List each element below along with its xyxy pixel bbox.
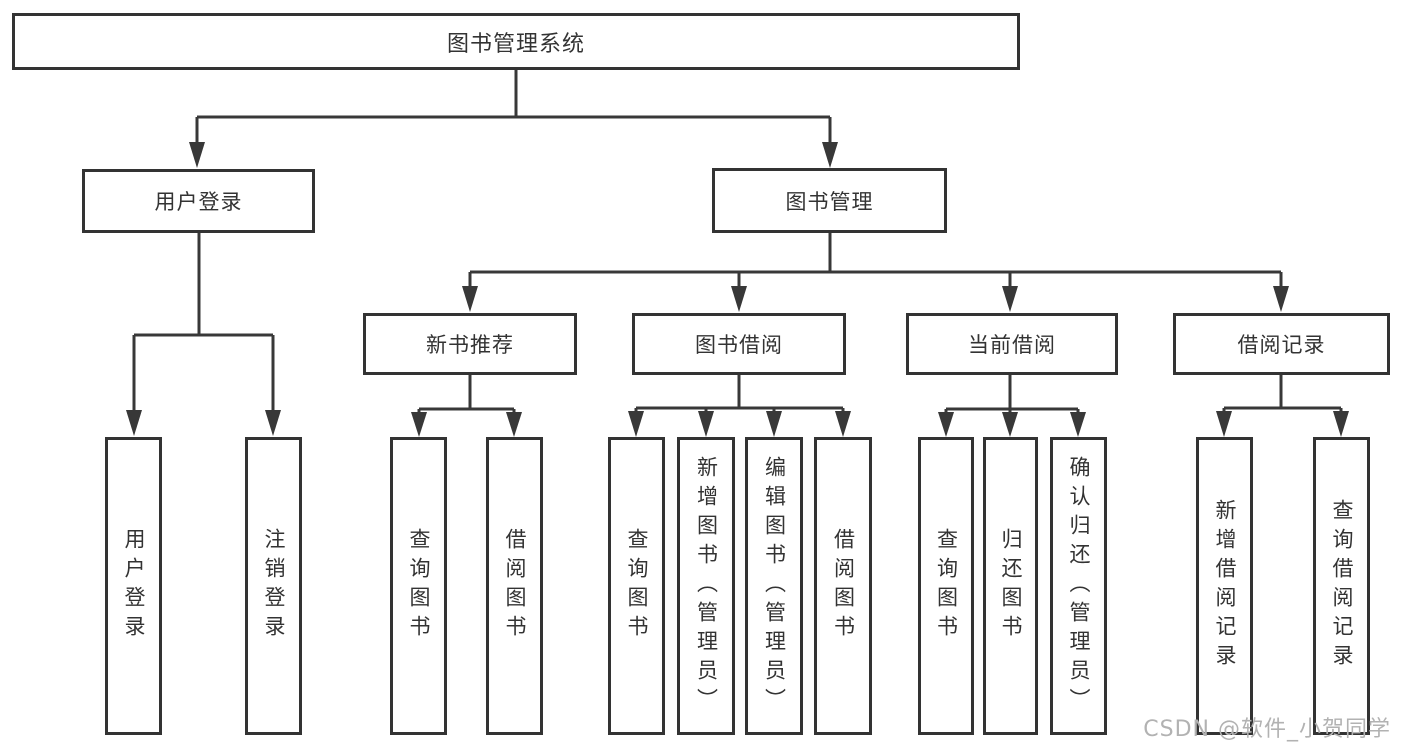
- node-book-borrow-label: 图书借阅: [695, 333, 783, 357]
- leaf-borrow-query-book: 查询图书: [608, 437, 665, 735]
- arrow-down-icon: [462, 286, 478, 312]
- leaf-recommend-borrow-book-label: 借阅图书: [503, 528, 527, 644]
- node-book-management: 图书管理: [712, 168, 947, 233]
- connector-book-management: [468, 233, 1283, 288]
- leaf-borrow-book: 借阅图书: [814, 437, 872, 735]
- arrow-down-icon: [1070, 412, 1086, 437]
- leaf-borrow-book-label: 借阅图书: [831, 528, 856, 644]
- watermark: CSDN @软件_小贺同学: [1143, 717, 1391, 742]
- arrow-down-icon: [1002, 412, 1018, 437]
- arrow-down-icon: [1333, 411, 1349, 437]
- connector-new-book-recommend: [417, 375, 516, 414]
- leaf-logout-label: 注销登录: [262, 528, 286, 644]
- leaf-current-query-book: 查询图书: [918, 437, 974, 735]
- leaf-return-book-label: 归还图书: [999, 528, 1023, 644]
- leaf-return-book: 归还图书: [983, 437, 1038, 735]
- leaf-recommend-query-book: 查询图书: [390, 437, 447, 735]
- leaf-add-borrow-record-label: 新增借阅记录: [1213, 499, 1237, 673]
- leaf-user-login-label: 用户登录: [122, 528, 146, 644]
- node-current-borrow-label: 当前借阅: [968, 333, 1056, 357]
- node-system-root-label: 图书管理系统: [446, 31, 585, 57]
- leaf-confirm-return-admin: 确认归还（管理员）: [1050, 437, 1107, 735]
- arrow-down-icon: [698, 411, 714, 437]
- node-borrow-records-label: 借阅记录: [1237, 333, 1326, 357]
- connector-root: [195, 70, 832, 144]
- arrow-down-icon: [822, 142, 838, 168]
- connector-user-login: [132, 232, 275, 412]
- leaf-query-borrow-record: 查询借阅记录: [1313, 437, 1370, 735]
- connector-book-borrow: [634, 375, 845, 413]
- leaf-user-login: 用户登录: [105, 437, 162, 735]
- leaf-add-borrow-record: 新增借阅记录: [1196, 437, 1253, 735]
- leaf-recommend-query-book-label: 查询图书: [407, 528, 431, 644]
- arrow-down-icon: [1002, 286, 1018, 312]
- node-current-borrow: 当前借阅: [906, 313, 1118, 375]
- arrow-down-icon: [189, 142, 205, 168]
- leaf-current-query-book-label: 查询图书: [934, 528, 959, 644]
- node-system-root: 图书管理系统: [12, 13, 1020, 70]
- arrow-down-icon: [1273, 286, 1289, 312]
- leaf-edit-book-admin: 编辑图书（管理员）: [745, 437, 803, 735]
- leaf-edit-book-admin-label: 编辑图书（管理员）: [762, 455, 787, 717]
- arrow-down-icon: [126, 410, 142, 436]
- connector-borrow-records: [1222, 375, 1343, 413]
- arrow-down-icon: [265, 410, 281, 436]
- leaf-query-borrow-record-label: 查询借阅记录: [1330, 499, 1354, 673]
- arrow-down-icon: [1216, 411, 1232, 437]
- node-user-login: 用户登录: [82, 169, 315, 233]
- leaf-add-book-admin: 新增图书（管理员）: [677, 437, 735, 735]
- connector-current-borrow: [944, 375, 1080, 414]
- node-new-book-recommend: 新书推荐: [363, 313, 577, 375]
- node-book-management-label: 图书管理: [785, 189, 874, 214]
- node-user-login-label: 用户登录: [154, 190, 243, 214]
- arrow-down-icon: [411, 412, 427, 437]
- leaf-confirm-return-admin-label: 确认归还（管理员）: [1067, 455, 1091, 717]
- leaf-recommend-borrow-book: 借阅图书: [486, 437, 543, 735]
- leaf-add-book-admin-label: 新增图书（管理员）: [694, 455, 719, 717]
- leaf-logout: 注销登录: [245, 437, 302, 735]
- leaf-borrow-query-book-label: 查询图书: [625, 528, 649, 644]
- arrow-down-icon: [835, 411, 851, 437]
- arrow-down-icon: [938, 412, 954, 437]
- node-borrow-records: 借阅记录: [1173, 313, 1390, 375]
- arrow-down-icon: [766, 411, 782, 437]
- arrow-down-icon: [506, 412, 522, 437]
- arrow-down-icon: [731, 286, 747, 312]
- node-book-borrow: 图书借阅: [632, 313, 846, 375]
- arrow-down-icon: [628, 411, 644, 437]
- node-new-book-recommend-label: 新书推荐: [426, 333, 514, 357]
